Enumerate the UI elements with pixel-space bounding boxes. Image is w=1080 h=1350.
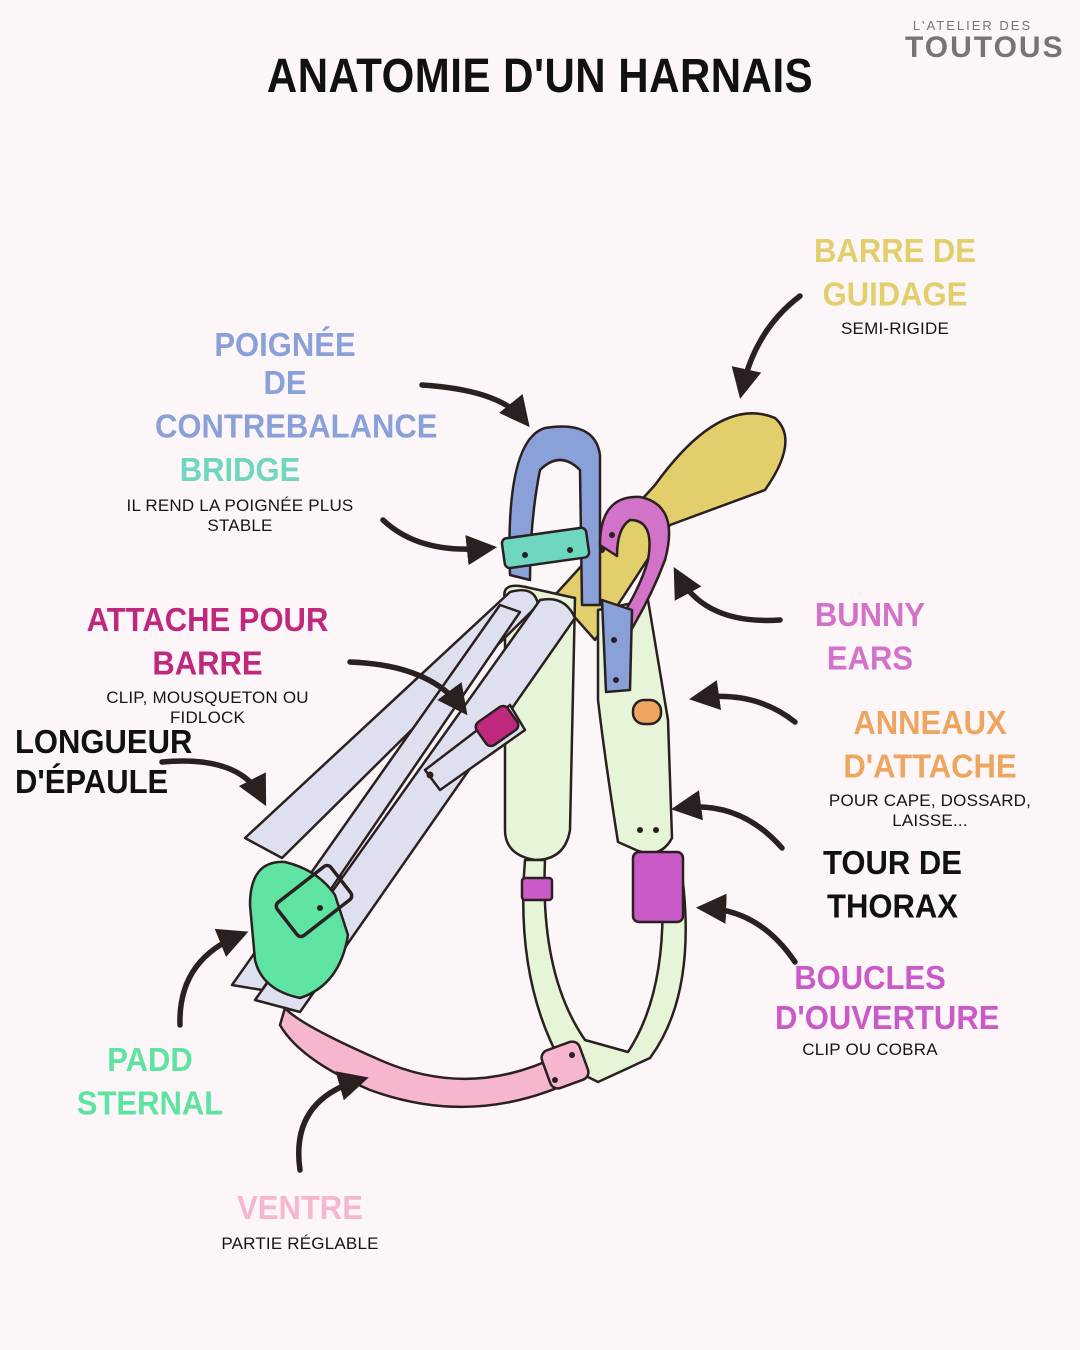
arrow-rings: [689, 680, 798, 725]
label-belly: VENTRE PARTIE RÉGLABLE: [210, 1188, 390, 1254]
arrow-thorax: [671, 790, 785, 851]
label-guide-bar-sub: SEMI-RIGIDE: [841, 319, 949, 338]
arrow-guide-bar: [731, 293, 803, 399]
label-sternal-pad: PADD STERNAL: [50, 1040, 250, 1122]
sternal-pad: [248, 860, 350, 1000]
opening-buckle-left: [520, 876, 554, 902]
label-opening-buckles: BOUCLES D'OUVERTURE CLIP OU COBRA: [775, 958, 1000, 1060]
label-bar-attachment: ATTACHE POUR BARRE CLIP, MOUSQUETON OU F…: [70, 600, 345, 728]
arrow-bridge: [380, 517, 498, 566]
arrow-opening-buckles: [695, 893, 798, 965]
guide-bar: [553, 412, 787, 642]
page-title: ANATOMIE D'UN HARNAIS: [266, 48, 814, 103]
label-guide-bar-name: BARRE DE GUIDAGE: [814, 231, 976, 313]
belly-strap: [278, 1006, 587, 1109]
bar-attachment-clip: [474, 704, 520, 748]
label-bridge-name: BRIDGE: [179, 450, 301, 489]
arrow-sternal-pad: [177, 928, 249, 1028]
label-bridge-sub: IL REND LA POIGNÉE PLUS STABLE: [126, 496, 354, 535]
label-sternal-pad-name: PADD STERNAL: [76, 1040, 224, 1122]
label-bunny-ears: BUNNY EARS: [780, 595, 960, 677]
label-bridge: BRIDGE IL REND LA POIGNÉE PLUS STABLE: [95, 450, 385, 536]
label-guide-bar: BARRE DE GUIDAGE SEMI-RIGIDE: [770, 231, 1020, 339]
label-rings-sub: POUR CAPE, DOSSARD, LAISSE...: [828, 791, 1032, 830]
label-handle-line2: DE CONTREBALANCE: [155, 363, 438, 445]
opening-buckle-right: [631, 850, 685, 924]
label-belly-sub: PARTIE RÉGLABLE: [221, 1234, 379, 1253]
label-shoulder-length-line2: D'ÉPAULE: [15, 762, 169, 801]
label-shoulder-length: LONGUEUR D'ÉPAULE: [15, 722, 193, 802]
label-shoulder-length-line1: LONGUEUR: [15, 722, 193, 761]
label-opening-buckles-line2: D'OUVERTURE: [775, 998, 1000, 1037]
label-rings-name: ANNEAUX D'ATTACHE: [843, 703, 1017, 785]
arrow-handle: [419, 382, 530, 428]
counterbalance-handle: [508, 425, 602, 607]
label-opening-buckles-line1: BOUCLES: [794, 958, 946, 997]
label-bunny-ears-name: BUNNY EARS: [814, 595, 926, 677]
label-thorax-name: TOUR DE THORAX: [823, 843, 962, 925]
bridge-strap: [500, 526, 591, 570]
label-rings: ANNEAUX D'ATTACHE POUR CAPE, DOSSARD, LA…: [800, 703, 1060, 831]
arrow-bunny-ears: [673, 567, 783, 624]
label-belly-name: VENTRE: [237, 1188, 363, 1227]
bunny-ears-lower: [600, 598, 634, 694]
label-handle-line1: POIGNÉE: [214, 325, 356, 364]
arrow-shoulder-length: [159, 758, 267, 807]
attachment-ring: [631, 698, 663, 726]
arrow-belly: [296, 1071, 369, 1173]
brand-logo: L'ATELIER DES TOUTOUS: [905, 18, 1065, 64]
label-opening-buckles-sub: CLIP OU COBRA: [802, 1040, 938, 1059]
belly-slider: [540, 1040, 590, 1090]
label-thorax: TOUR DE THORAX: [780, 843, 1005, 925]
label-bar-attachment-name: ATTACHE POUR BARRE: [86, 600, 329, 682]
logo-line2: TOUTOUS: [905, 31, 1065, 64]
label-bar-attachment-sub: CLIP, MOUSQUETON OU FIDLOCK: [106, 688, 309, 727]
label-handle: POIGNÉE DE CONTREBALANCE: [155, 325, 438, 445]
logo-line1: L'ATELIER DES: [912, 18, 1033, 33]
arrow-bar-attachment: [347, 659, 468, 716]
